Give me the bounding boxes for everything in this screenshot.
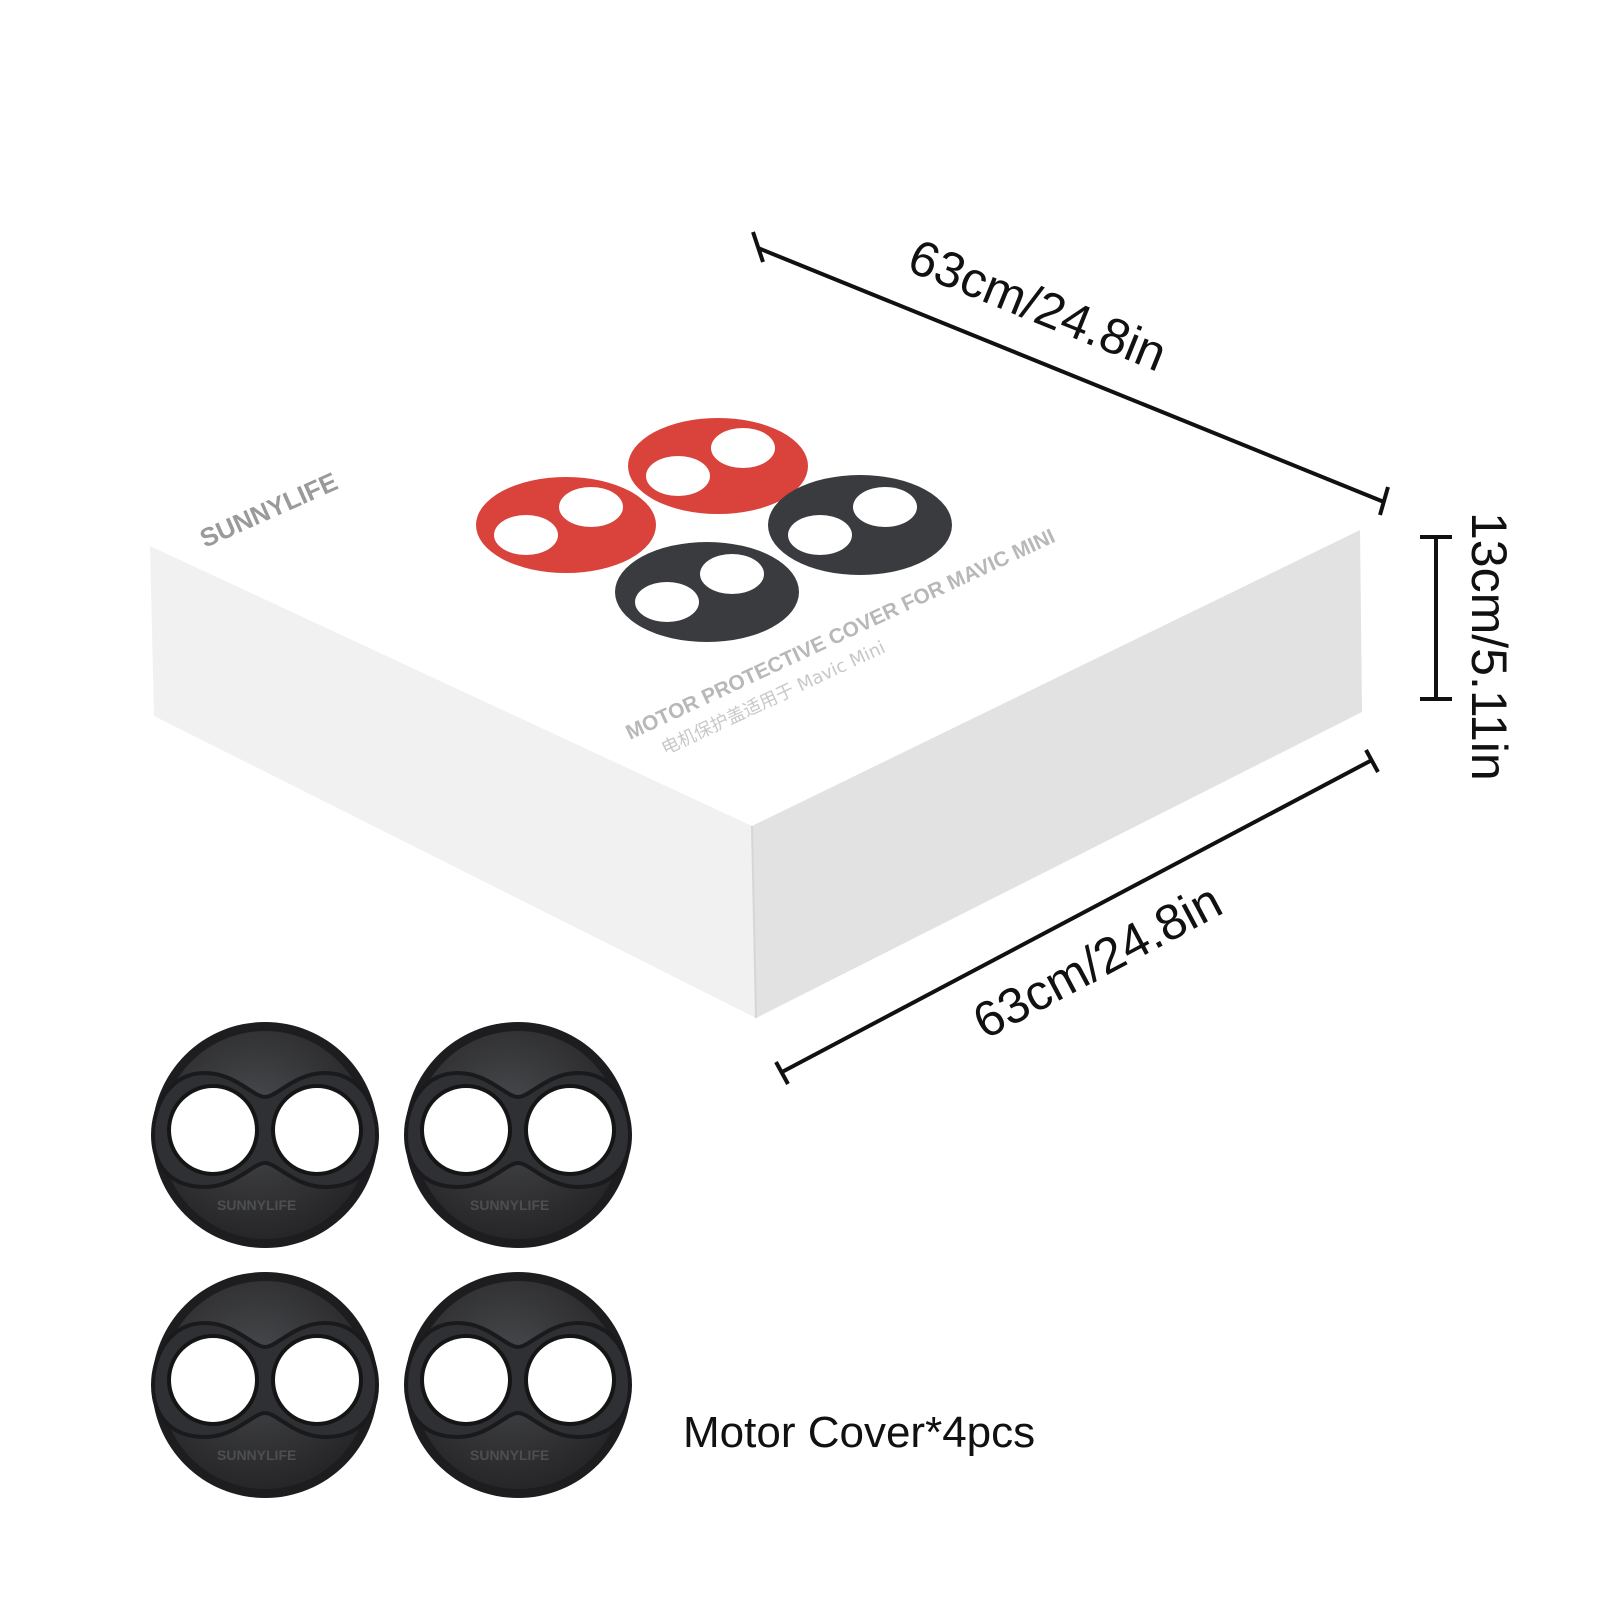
- product-caption: Motor Cover*4pcs: [683, 1408, 1036, 1457]
- motor-cover-2: SUNNYLIFE: [403, 1020, 633, 1250]
- svg-text:SUNNYLIFE: SUNNYLIFE: [217, 1197, 296, 1213]
- svg-text:SUNNYLIFE: SUNNYLIFE: [217, 1447, 296, 1463]
- svg-text:SUNNYLIFE: SUNNYLIFE: [470, 1197, 549, 1213]
- box-red-cover-2: [476, 477, 656, 573]
- dimension-top-label: 63cm/24.8in: [901, 228, 1175, 382]
- box-left-face: [150, 546, 756, 1018]
- product-box: SUNNYLIFE MOTOR PROTECTIVE COVER FOR MAV…: [150, 284, 1362, 1019]
- dimension-bottom-label: 63cm/24.8in: [964, 872, 1231, 1049]
- box-lid-covers: [476, 418, 952, 642]
- box-dark-cover-2: [615, 542, 799, 642]
- motor-cover-1: SUNNYLIFE: [150, 1020, 380, 1250]
- motor-covers-group: SUNNYLIFE SUNNYLIFE SUNNYLIFE SUNNYLIFE: [150, 1020, 633, 1500]
- box-dark-cover-1: [768, 475, 952, 575]
- motor-cover-4: SUNNYLIFE: [403, 1270, 633, 1500]
- svg-text:SUNNYLIFE: SUNNYLIFE: [470, 1447, 549, 1463]
- dimension-height: 13cm/5.11in: [1420, 512, 1517, 781]
- motor-cover-3: SUNNYLIFE: [150, 1270, 380, 1500]
- box-right-face: [752, 530, 1362, 1018]
- dimension-height-label: 13cm/5.11in: [1461, 512, 1517, 781]
- box-red-cover-1: [628, 418, 808, 514]
